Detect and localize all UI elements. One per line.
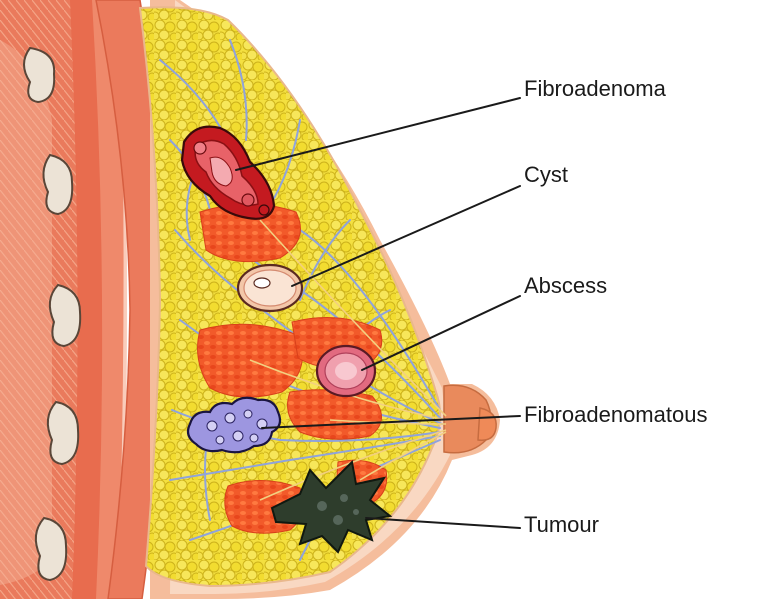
label-cyst: Cyst <box>524 162 568 188</box>
abscess <box>317 346 375 396</box>
label-tumour: Tumour <box>524 512 599 538</box>
cyst <box>238 265 302 311</box>
label-fibroadenoma: Fibroadenoma <box>524 76 666 102</box>
label-abscess: Abscess <box>524 273 607 299</box>
label-fibroadenomatous: Fibroadenomatous <box>524 402 707 428</box>
